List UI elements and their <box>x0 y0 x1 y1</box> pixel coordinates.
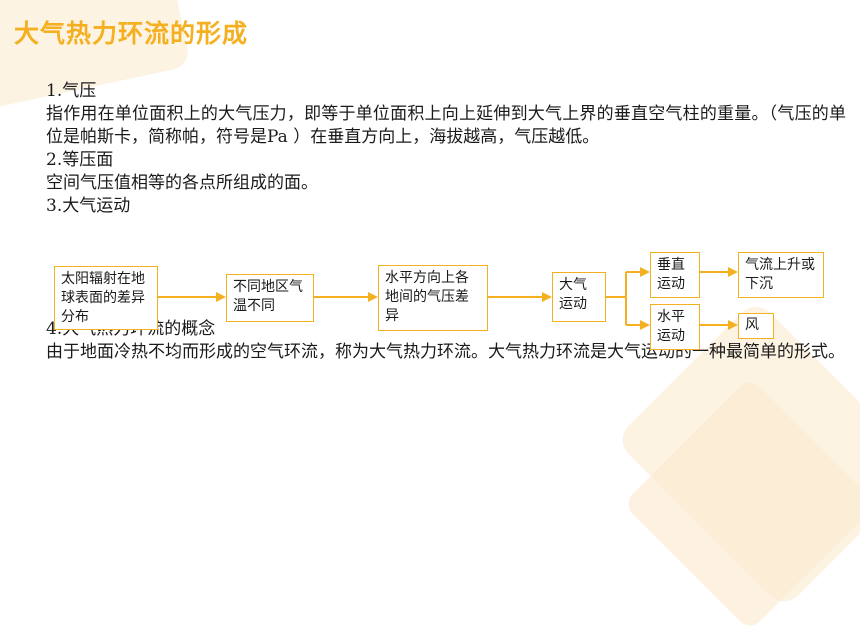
section-body-circulation: 由于地面冷热不均而形成的空气环流，称为大气热力环流。大气热力环流是大气运动的一种… <box>46 342 845 362</box>
flow-box-horizontal-motion: 水平运动 <box>650 304 700 350</box>
section-heading-pressure: 1.气压 <box>46 81 97 101</box>
section-heading-isobaric: 2.等压面 <box>46 150 114 170</box>
section-heading-motion: 3.大气运动 <box>46 196 131 216</box>
section-body-pressure: 指作用在单位面积上的大气压力，即等于单位面积上向上延伸到大气上界的垂直空气柱的重… <box>46 104 846 147</box>
flow-box-vertical-motion: 垂直运动 <box>650 252 700 298</box>
flow-box-atmospheric-motion: 大气运动 <box>552 272 606 322</box>
flow-box-rise-or-sink: 气流上升或下沉 <box>738 252 824 298</box>
flow-box-wind: 风 <box>738 313 774 339</box>
flow-box-temperature-difference: 不同地区气温不同 <box>226 274 314 322</box>
page-title: 大气热力环流的形成 <box>14 19 249 48</box>
flow-box-pressure-difference: 水平方向上各地间的气压差异 <box>378 265 488 331</box>
section-body-isobaric: 空间气压值相等的各点所组成的面。 <box>46 173 318 193</box>
flow-box-solar-radiation: 太阳辐射在地球表面的差异分布 <box>54 266 158 330</box>
